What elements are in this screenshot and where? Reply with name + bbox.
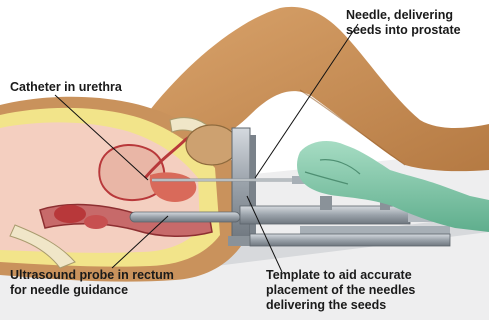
ultrasound-label-line1: Ultrasound probe in rectum [10, 268, 174, 283]
template-label-line3: delivering the seeds [266, 298, 415, 313]
template-label: Template to aid accurate placement of th… [266, 268, 415, 313]
ultrasound-label: Ultrasound probe in rectum for needle gu… [10, 268, 174, 298]
needle-template [228, 128, 256, 246]
catheter-label-text: Catheter in urethra [10, 80, 122, 95]
scrotum [186, 125, 238, 165]
template-label-line2: placement of the needles [266, 283, 415, 298]
template-label-line1: Template to aid accurate [266, 268, 415, 283]
needle-label: Needle, delivering seeds into prostate [346, 8, 461, 38]
catheter-label: Catheter in urethra [10, 80, 122, 95]
ultrasound-label-line2: for needle guidance [10, 283, 174, 298]
needle-label-line2: seeds into prostate [346, 23, 461, 38]
needle-label-line1: Needle, delivering [346, 8, 461, 23]
